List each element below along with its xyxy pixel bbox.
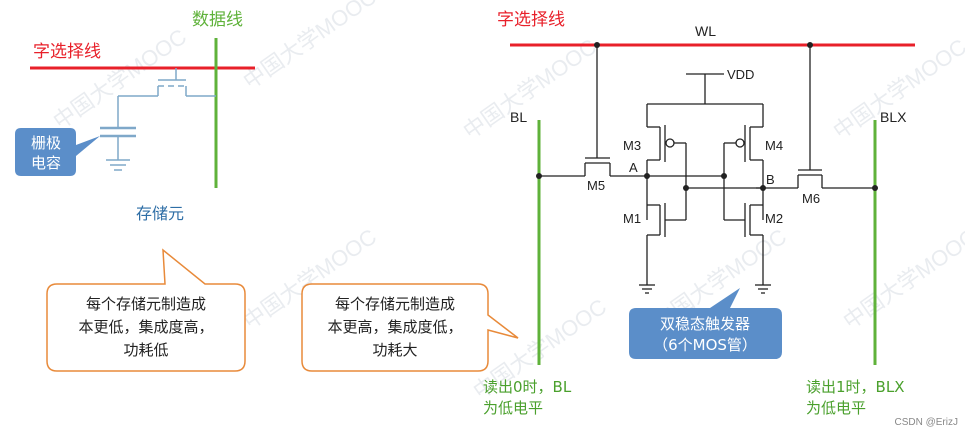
watermark: 中国大学MOOC (459, 34, 602, 144)
callout-text: 功耗大 (372, 341, 417, 359)
read1-note: 为低电平 (806, 399, 866, 417)
m5-label: M5 (587, 178, 605, 193)
word-line-label: 字选择线 (33, 42, 101, 62)
m4-label: M4 (765, 138, 783, 153)
m3-label: M3 (623, 138, 641, 153)
cell-label: 存储元 (136, 204, 184, 223)
watermark: 中国大学MOOC (839, 224, 965, 334)
credit: CSDN @ErizJ (895, 417, 959, 428)
data-line-label: 数据线 (192, 10, 243, 30)
watermark: 中国大学MOOC (49, 24, 192, 134)
gate-capacitor-label: 栅极 (31, 134, 61, 152)
watermark: 中国大学MOOC (829, 34, 965, 144)
sram-wiring (539, 45, 875, 294)
bl-label: BL (510, 109, 527, 125)
watermark: 中国大学MOOC (239, 0, 382, 94)
callout-text: 功耗低 (123, 341, 168, 359)
word-line-label: 字选择线 (497, 10, 565, 30)
read1-note: 读出1时，BLX (806, 378, 904, 396)
node-a-label: A (629, 160, 638, 175)
node-b-label: B (766, 172, 775, 187)
callout-text: 本更低，集成度高， (78, 318, 213, 336)
vdd-label: VDD (727, 67, 754, 82)
callout-text: 每个存储元制造成 (86, 295, 206, 313)
gate-capacitor-badge: 栅极 电容 (15, 128, 100, 176)
sram-cell: 字选择线 WL BL BLX (301, 10, 915, 417)
read0-note: 为低电平 (483, 399, 543, 417)
read0-note: 读出0时，BL (483, 378, 572, 396)
blx-label: BLX (880, 109, 907, 125)
callout-text: 每个存储元制造成 (335, 295, 455, 313)
m6-label: M6 (802, 191, 820, 206)
flip-flop-label: （6个MOS管） (653, 336, 757, 354)
callout-text: 本更高，集成度低， (327, 318, 462, 336)
flip-flop-badge: 双稳态触发器 （6个MOS管） (629, 288, 782, 359)
wl-label: WL (695, 23, 716, 39)
m1-label: M1 (623, 211, 641, 226)
flip-flop-label: 双稳态触发器 (660, 315, 750, 333)
gate-capacitor-label: 电容 (31, 154, 61, 172)
junction-dots (536, 173, 878, 191)
m2-label: M2 (765, 211, 783, 226)
dram-cell: 字选择线 数据线 栅极 电容 存储元 (15, 10, 255, 372)
access-transistor (100, 68, 216, 171)
dram-callout: 每个存储元制造成 本更低，集成度高， 功耗低 (46, 248, 246, 372)
sram-callout: 每个存储元制造成 本更高，集成度低， 功耗大 (301, 283, 519, 372)
